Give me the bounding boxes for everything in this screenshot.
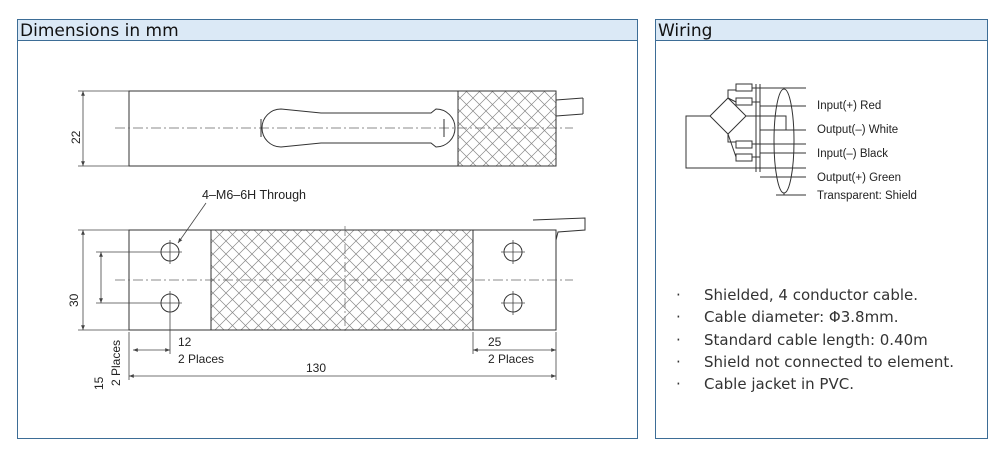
wiring-panel-header: Wiring: [656, 20, 987, 41]
mounting-hole: [158, 240, 182, 264]
dim-25-note: 2 Places: [488, 352, 534, 366]
wheatstone-bridge: [709, 97, 747, 135]
top-view-cable: [532, 217, 586, 241]
cable-spec-text: Cable jacket in PVC.: [704, 375, 854, 394]
dimensions-panel: Dimensions in mm 22: [17, 19, 638, 439]
wiring-panel: Wiring Input(+) Red Outpu: [655, 19, 988, 439]
bridge-lead: [746, 115, 806, 131]
cable-spec-item: · Cable diameter: Φ3.8mm.: [676, 306, 954, 328]
dim-130-label: 130: [306, 361, 326, 375]
bridge-lead: [727, 134, 736, 143]
cable-spec-text: Shield not connected to element.: [704, 352, 954, 371]
cable-spec-text: Standard cable length: 0.40m: [704, 330, 928, 349]
dim-30-label: 30: [67, 293, 81, 307]
dim-22-label: 22: [69, 130, 83, 144]
cable-spec-item: · Shielded, 4 conductor cable.: [676, 284, 954, 306]
top-view: 4–M6–6H Through 30 15 2 Places 12 2 Plac…: [67, 188, 586, 390]
mounting-hole: [501, 240, 525, 264]
wire-label-input-minus: Input(–) Black: [817, 148, 888, 160]
dim-15-note: 2 Places: [109, 340, 123, 386]
dim-25-label: 25: [488, 335, 502, 349]
bullet: ·: [676, 375, 681, 394]
dimensions-panel-title: Dimensions in mm: [20, 21, 179, 41]
cable-spec-text: Cable diameter: Φ3.8mm.: [704, 308, 899, 327]
resistor-icon: [735, 153, 753, 162]
dim-15-label: 15: [92, 376, 106, 390]
dim-12-note: 2 Places: [178, 352, 224, 366]
resistor-icon: [735, 83, 753, 92]
wire-label-output-plus: Output(+) Green: [817, 172, 901, 184]
resistor-icon: [735, 97, 753, 106]
wire-label-output-minus: Output(–) White: [817, 124, 898, 136]
side-view-cable: [555, 97, 584, 117]
cable-spec-item: · Standard cable length: 0.40m: [676, 329, 954, 351]
hole-callout-label: 4–M6–6H Through: [202, 188, 306, 202]
bullet: ·: [676, 308, 681, 327]
cable-spec-text: Shielded, 4 conductor cable.: [704, 286, 919, 304]
hole-callout-leader: [177, 202, 207, 244]
wire-label-input-plus: Input(+) Red: [817, 100, 881, 112]
bullet: ·: [676, 286, 681, 304]
side-view-bending-slot: [261, 108, 456, 148]
wire-label-shield: Transparent: Shield: [817, 190, 917, 202]
side-view-strain-gauge-cover: [457, 90, 557, 167]
mounting-hole: [501, 291, 525, 315]
dim-12-label: 12: [178, 335, 192, 349]
side-view: 22: [69, 90, 584, 167]
cable-spec-item: · Shield not connected to element.: [676, 351, 954, 373]
bridge-lead: [727, 89, 736, 98]
load-cell-drawing: 22: [67, 90, 586, 390]
bridge-lead: [685, 115, 806, 169]
resistor-icon: [735, 140, 753, 149]
bullet: ·: [676, 352, 681, 371]
wiring-diagram: Input(+) Red Output(–) White Input(–) Bl…: [685, 83, 917, 202]
mounting-hole: [158, 291, 182, 315]
cable-spec-item: · Cable jacket in PVC.: [676, 373, 954, 395]
wiring-panel-title: Wiring: [658, 21, 713, 41]
cable-spec-list: · Shielded, 4 conductor cable. · Cable dia…: [676, 284, 954, 395]
dimensions-panel-header: Dimensions in mm: [18, 20, 637, 41]
bullet: ·: [676, 330, 681, 349]
